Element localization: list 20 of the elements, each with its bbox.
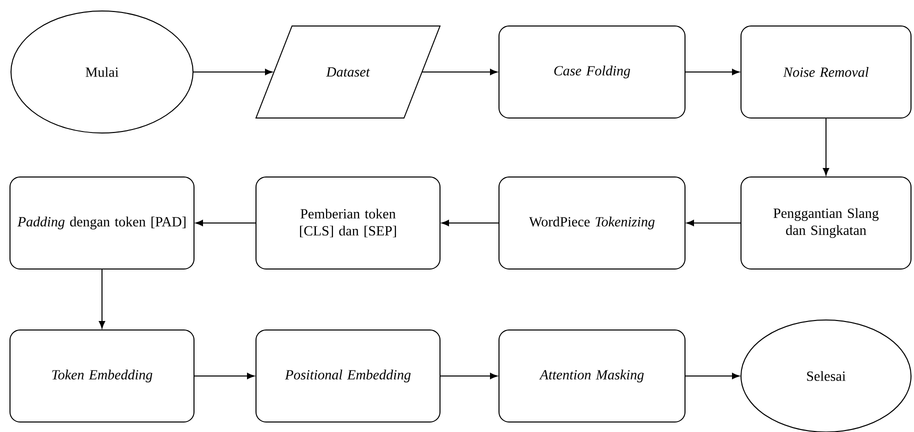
arrow <box>196 220 256 226</box>
arrow <box>440 372 498 380</box>
arrow <box>192 68 272 76</box>
arrow <box>686 220 742 226</box>
process-box: Penggantian Slang dan Singkatan <box>740 176 912 270</box>
arrow <box>442 220 500 226</box>
process-box: Padding dengan token [PAD] <box>10 176 194 270</box>
arrow <box>98 268 106 328</box>
arrow <box>684 372 740 380</box>
arrow <box>822 118 830 176</box>
process-box: Pemberian token [CLS] dan [SEP] <box>256 176 440 270</box>
process-box: Case Folding <box>498 26 686 118</box>
process-box: Attention Masking <box>498 330 686 422</box>
arrow <box>684 68 740 76</box>
process-box: WordPiece Tokenizing <box>498 176 686 270</box>
process-box: Token Embedding <box>10 330 194 422</box>
arrow <box>194 372 254 380</box>
arrow <box>422 68 498 76</box>
process-box: Noise Removal <box>740 26 912 118</box>
process-box: Positional Embedding <box>256 330 440 422</box>
